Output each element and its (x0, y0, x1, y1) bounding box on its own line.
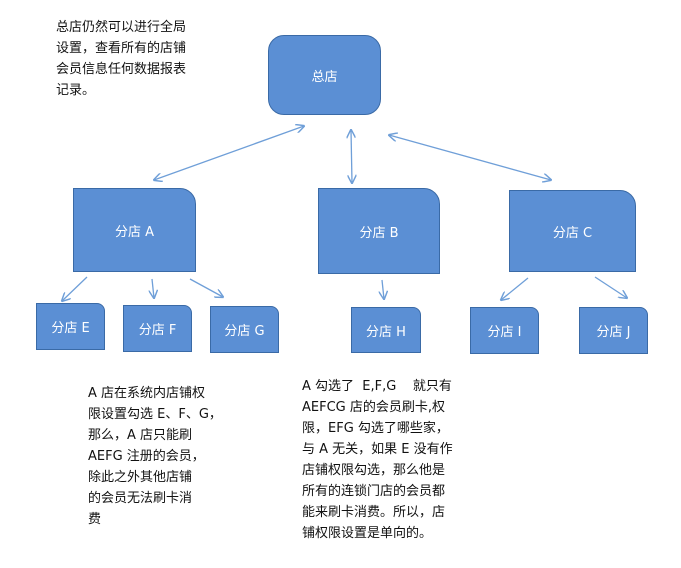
node-branch-f: 分店 F (123, 305, 192, 352)
node-branch-b: 分店 B (318, 188, 440, 274)
node-branch-j: 分店 J (579, 307, 648, 354)
node-branch-c: 分店 C (509, 190, 636, 272)
note-headquarters: 总店仍然可以进行全局 设置，查看所有的店铺 会员信息任何数据报表 记录。 (56, 20, 187, 98)
note-branch-a: A 店在系统内店铺权 限设置勾选 E、F、G， 那么，A 店只能刷 AEFG 注… (88, 386, 222, 527)
node-branch-e: 分店 E (36, 303, 105, 350)
note-permission-rule: A 勾选了 E,F,G 就只有 AEFCG 店的会员刷卡,权 限，EFG 勾选了… (302, 379, 453, 541)
node-branch-a: 分店 A (73, 188, 196, 272)
connector-hq-c (389, 135, 551, 180)
connector-c-i (501, 277, 529, 300)
connector-c-j (594, 276, 627, 298)
connector-b-h (382, 279, 384, 299)
node-branch-h: 分店 H (351, 307, 421, 353)
node-headquarters: 总店 (268, 35, 381, 115)
node-branch-g: 分店 G (210, 306, 279, 353)
connector-a-f (152, 278, 154, 298)
connector-a-e (62, 276, 88, 301)
connector-a-g (189, 278, 223, 297)
connector-hq-b (351, 130, 352, 183)
connector-hq-a (154, 126, 304, 180)
node-branch-i: 分店 I (470, 307, 539, 354)
